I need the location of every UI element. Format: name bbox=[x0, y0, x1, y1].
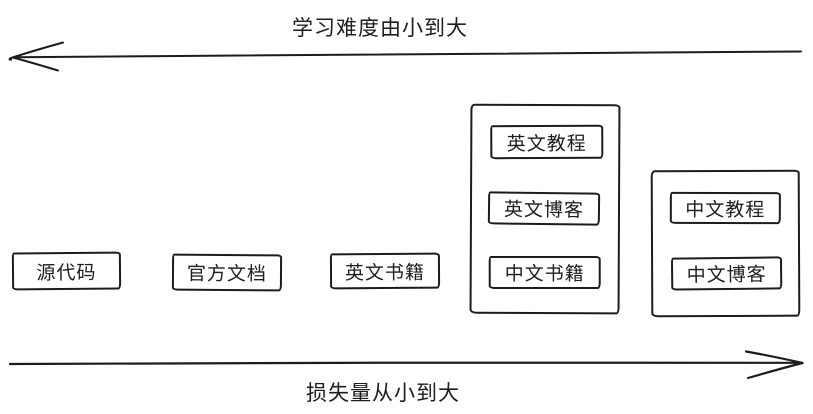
group-english-resources: 英文教程 英文博客 中文书籍 bbox=[469, 103, 621, 315]
box-chinese-tutorials: 中文教程 bbox=[669, 191, 781, 225]
loss-arrow-right bbox=[8, 350, 804, 380]
loss-axis-label: 损失量从小到大 bbox=[306, 381, 460, 405]
difficulty-arrow-left bbox=[8, 41, 802, 72]
box-english-books: 英文书籍 bbox=[329, 252, 441, 290]
box-official-docs: 官方文档 bbox=[171, 253, 283, 292]
box-chinese-blogs: 中文博客 bbox=[670, 256, 783, 291]
box-source-code: 源代码 bbox=[11, 251, 122, 291]
box-english-tutorials: 英文教程 bbox=[490, 124, 604, 160]
box-chinese-books: 中文书籍 bbox=[488, 255, 601, 290]
group-chinese-resources: 中文教程 中文博客 bbox=[650, 169, 801, 318]
difficulty-axis-label: 学习难度由小到大 bbox=[292, 16, 468, 40]
box-english-blogs: 英文博客 bbox=[487, 191, 601, 226]
